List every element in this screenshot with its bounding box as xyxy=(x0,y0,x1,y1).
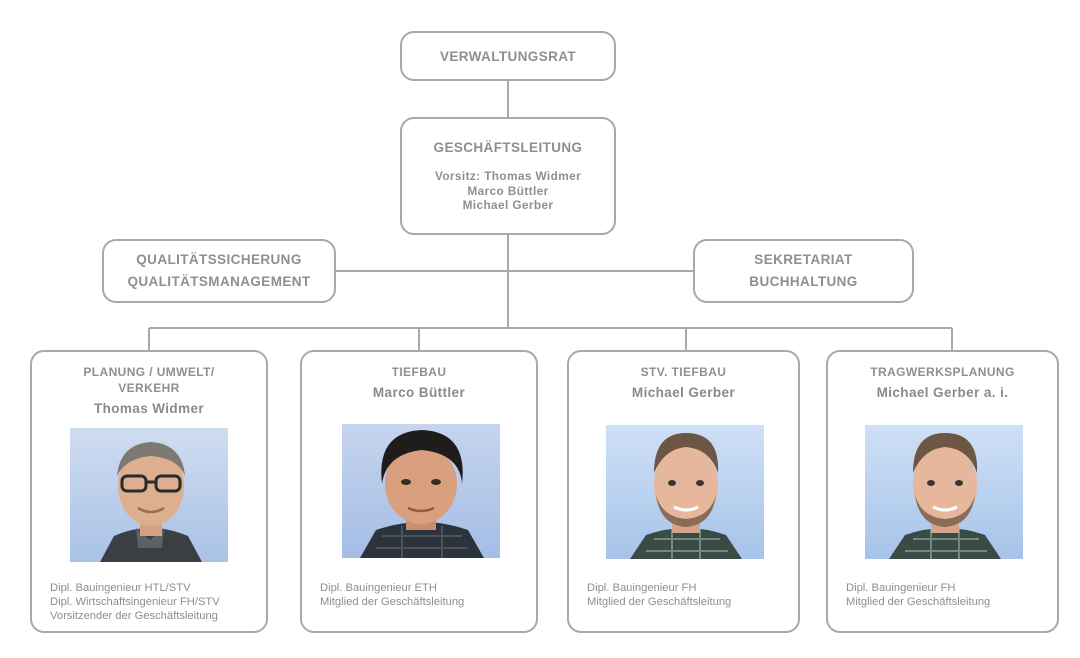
department-box-planung: PLANUNG / UMWELT/ VERKEHR Thomas Widmer xyxy=(30,350,268,633)
management-member: Marco Büttler xyxy=(467,183,549,198)
portrait-photo-thomas-widmer xyxy=(70,428,228,562)
department-head: Michael Gerber a. i. xyxy=(876,385,1009,400)
quality-box: QUALITÄTSSICHERUNG QUALITÄTSMANAGEMENT xyxy=(102,239,336,303)
department-box-tragwerksplanung: TRAGWERKSPLANUNG Michael Gerber a. i. Di… xyxy=(826,350,1059,633)
department-detail: Mitglied der Geschäftsleitung xyxy=(846,596,991,608)
quality-line-1: QUALITÄTSSICHERUNG xyxy=(136,252,302,267)
department-box-tiefbau: TIEFBAU Marco Büttler Dipl. Bauingenieur… xyxy=(300,350,538,633)
department-detail: Vorsitzender der Geschäftsleitung xyxy=(50,610,218,622)
management-member: Vorsitz: Thomas Widmer xyxy=(434,169,582,183)
department-head: Michael Gerber xyxy=(631,385,736,400)
management-member: Michael Gerber xyxy=(462,198,554,212)
department-detail: Dipl. Bauingenieur ETH xyxy=(320,582,437,594)
department-head: Marco Büttler xyxy=(372,385,466,400)
department-title: PLANUNG / UMWELT/ VERKEHR xyxy=(83,365,215,395)
department-head: Thomas Widmer xyxy=(93,401,205,416)
department-detail: Mitglied der Geschäftsleitung xyxy=(320,596,465,608)
board-box: VERWALTUNGSRAT xyxy=(400,31,616,81)
department-title: TRAGWERKSPLANUNG xyxy=(870,365,1015,379)
secretariat-line-1: SEKRETARIAT xyxy=(754,252,853,267)
board-title: VERWALTUNGSRAT xyxy=(439,48,577,64)
department-title: TIEFBAU xyxy=(391,365,447,379)
department-detail: Dipl. Wirtschaftsingenieur FH/STV xyxy=(50,596,220,608)
secretariat-box: SEKRETARIAT BUCHHALTUNG xyxy=(693,239,914,303)
secretariat-line-2: BUCHHALTUNG xyxy=(749,274,858,289)
department-detail: Dipl. Bauingenieur HTL/STV xyxy=(50,582,191,594)
quality-line-2: QUALITÄTSMANAGEMENT xyxy=(127,274,311,289)
department-detail: Dipl. Bauingenieur FH xyxy=(587,582,697,594)
department-detail: Mitglied der Geschäftsleitung xyxy=(587,596,732,608)
management-box: GESCHÄFTSLEITUNG Vorsitz: Thomas Widmer … xyxy=(400,117,616,235)
portrait-photo-michael-gerber-ai xyxy=(865,425,1023,559)
department-box-stv-tiefbau: STV. TIEFBAU Michael Gerber Dipl. Bauing… xyxy=(567,350,800,633)
portrait-photo-marco-buettler xyxy=(342,424,500,558)
department-title: STV. TIEFBAU xyxy=(640,365,727,379)
management-title: GESCHÄFTSLEITUNG xyxy=(433,140,583,155)
portrait-photo-michael-gerber xyxy=(606,425,764,559)
department-detail: Dipl. Bauingenieur FH xyxy=(846,582,956,594)
